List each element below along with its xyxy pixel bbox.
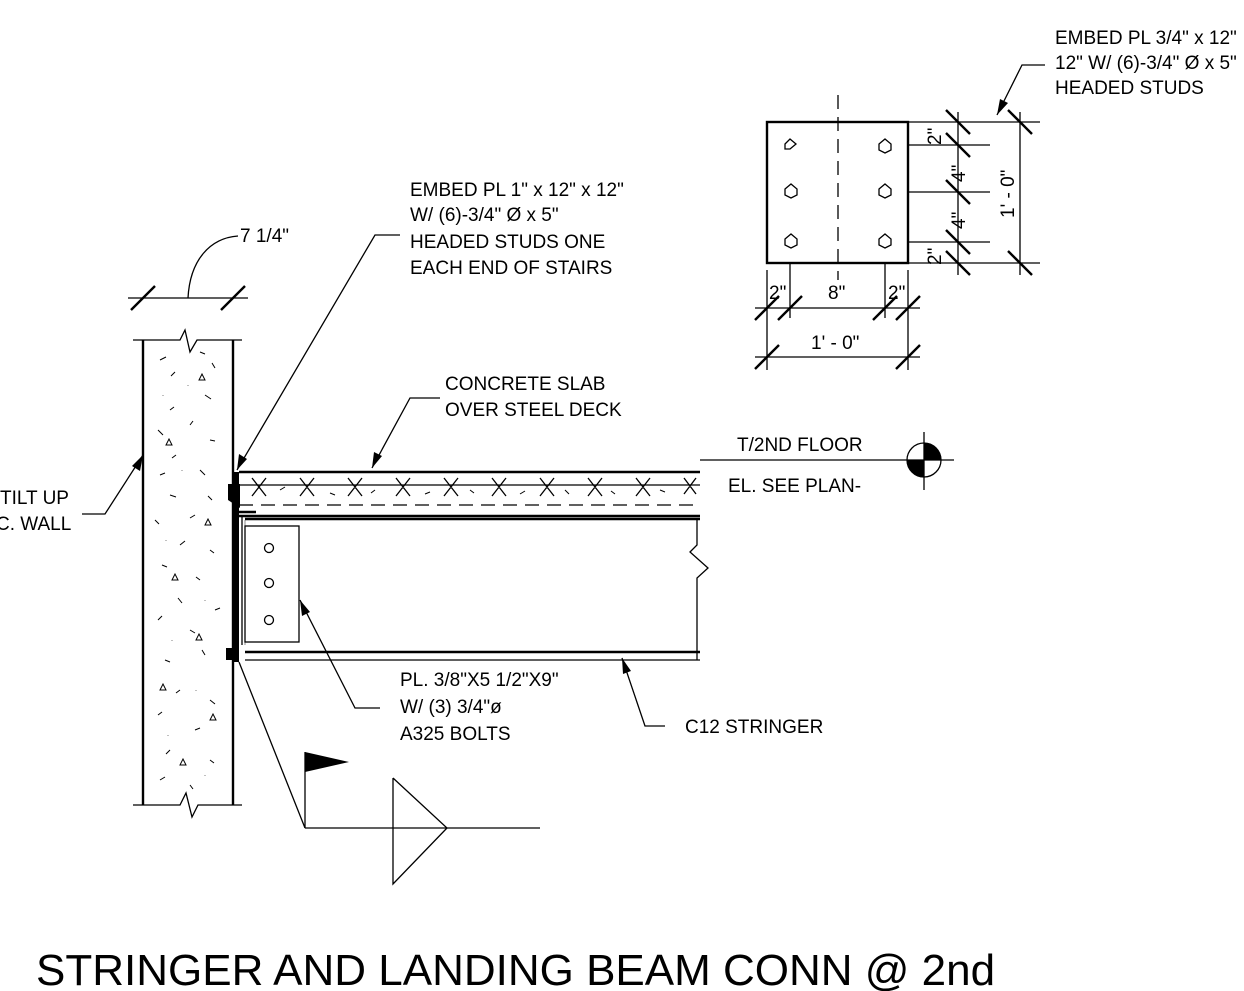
plate-note-line3: A325 BOLTS [400, 724, 511, 745]
annotations: EMBED PL 3/4" x 12" 12" W/ (6)-3/4" Ø x … [0, 28, 1237, 745]
dim-overall-width: 1' - 0" [811, 333, 859, 354]
dim-edge-right: 2" [888, 283, 905, 304]
concrete-hatch [154, 351, 221, 790]
plate-note-line2: W/ (3) 3/4"ø [400, 697, 502, 718]
detail-title: STRINGER AND LANDING BEAM CONN @ 2nd [36, 946, 995, 991]
embed-note-line1: EMBED PL 1" x 12" x 12" [410, 180, 624, 201]
embed-top-note-line2: 12" W/ (6)-3/4" Ø x 5" [1055, 53, 1237, 74]
embed-top-note-line1: EMBED PL 3/4" x 12" [1055, 28, 1237, 49]
wall-thickness-dimension: 7 1/4" [128, 226, 289, 311]
embed-top-note-line3: HEADED STUDS [1055, 78, 1204, 99]
slab-note-line2: OVER STEEL DECK [445, 400, 622, 421]
floor-elev-line1: T/2ND FLOOR [737, 435, 863, 456]
wall-note-line2: C. WALL [0, 514, 71, 535]
concrete-slab [239, 470, 700, 518]
slab-note-line1: CONCRETE SLAB [445, 374, 605, 395]
dim-overall-height: 1' - 0" [998, 170, 1019, 218]
dim-edge-left: 2" [769, 283, 786, 304]
dim-spacing-2: 4" [949, 212, 970, 229]
embed-note-line4: EACH END OF STAIRS [410, 258, 612, 279]
connection-plate [244, 525, 300, 643]
embed-note-line3: HEADED STUDS ONE [410, 232, 605, 253]
c12-stringer [245, 517, 709, 661]
embed-note-line2: W/ (6)-3/4" Ø x 5" [410, 205, 559, 226]
plate-dimensions: 2" 8" 2" 1' - 0" 2" 4" 4" 2" 1' - 0" [769, 128, 1019, 354]
floor-elev-line2: EL. SEE PLAN- [728, 476, 861, 497]
weld-symbol [238, 661, 540, 886]
tilt-up-wall [133, 328, 242, 819]
dim-edge-bottom: 2" [925, 248, 946, 265]
plate-note-line1: PL. 3/8"X5 1/2"X9" [400, 670, 559, 691]
stringer-note: C12 STRINGER [685, 717, 823, 738]
leader-lines [82, 64, 1045, 727]
embed-plate-detail [754, 95, 1040, 370]
wall-thickness-text: 7 1/4" [240, 226, 289, 247]
elevation-marker [700, 432, 954, 490]
dim-edge-top: 2" [925, 128, 946, 145]
wall-note-line1: TILT UP [0, 488, 69, 509]
dim-center: 8" [828, 283, 845, 304]
embed-plate [226, 472, 256, 662]
dim-spacing-1: 4" [949, 165, 970, 182]
